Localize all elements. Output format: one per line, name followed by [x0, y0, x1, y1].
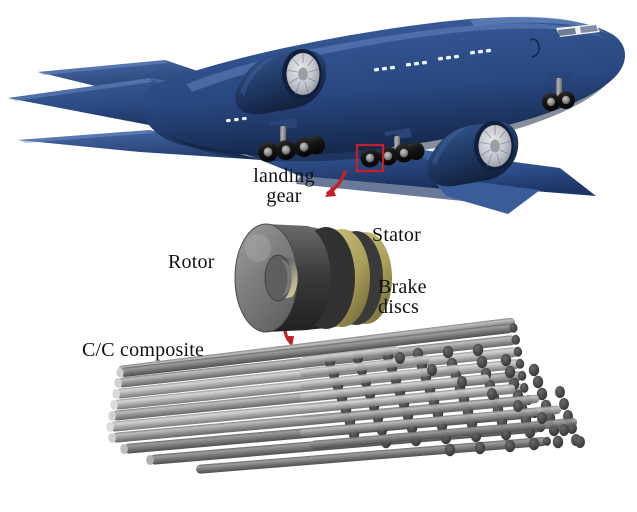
fiber-end-caps-front	[395, 352, 585, 448]
nose-landing-gear	[542, 72, 575, 111]
main-landing-gear-left	[258, 118, 325, 162]
fiber-shaft-overlay	[300, 346, 578, 450]
cabin-windows	[226, 48, 491, 123]
label-landing-gear: landing gear	[253, 165, 315, 208]
landing-gear-highlight-box	[355, 143, 385, 173]
tail-stabilizer-lower	[18, 130, 262, 160]
label-rotor: Rotor	[168, 251, 215, 273]
fiber-row	[196, 436, 551, 474]
engine-nacelle-right	[427, 121, 519, 187]
label-cc-composite: C/C composite	[82, 339, 205, 361]
fuselage	[142, 16, 626, 162]
cockpit-windows	[556, 24, 600, 37]
rotor-disc-front	[234, 223, 331, 333]
label-stator: Stator	[372, 224, 421, 246]
fiber-row	[116, 323, 518, 378]
label-brake-discs: Brake discs	[378, 276, 427, 319]
engine-nacelle-left	[235, 49, 327, 115]
landing-gear-arrow	[325, 170, 347, 197]
fuselage-door	[529, 38, 540, 58]
